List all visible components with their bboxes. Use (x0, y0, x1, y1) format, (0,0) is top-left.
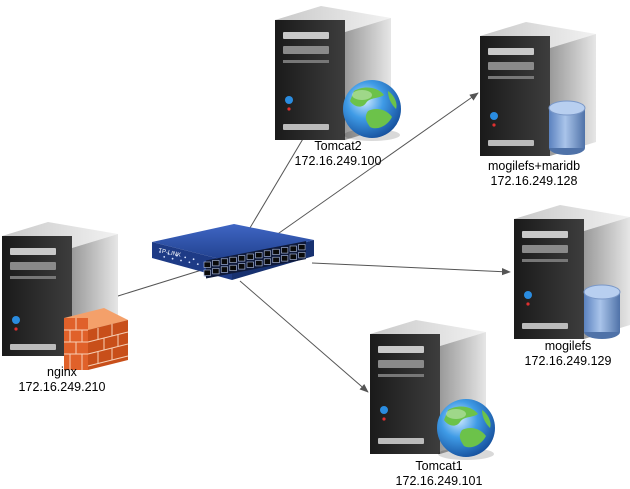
node-name: nginx (47, 365, 77, 379)
switch-led (167, 252, 170, 255)
database-icon (583, 284, 621, 339)
node-name: mogilefs (544, 339, 592, 353)
switch-port (246, 261, 254, 268)
switch-port (229, 256, 237, 264)
switch-led (163, 256, 166, 258)
switch-port (246, 253, 254, 260)
database-icon (548, 100, 586, 155)
link-nginx-switch (117, 268, 206, 297)
server-nginx (2, 222, 118, 356)
switch-port (263, 258, 271, 265)
switch-led (175, 254, 178, 257)
switch-port (203, 269, 211, 276)
node-label-mogilefs: mogilefs 172.16.249.129 (488, 339, 630, 369)
node-name: Tomcat2 (314, 139, 362, 153)
switch-led (180, 259, 182, 262)
link-switch-mogilefs (311, 262, 511, 276)
switch-port (255, 252, 263, 259)
switch-port (281, 247, 289, 254)
switch-brand-label: TP-LINK (158, 248, 182, 259)
globe-icon (437, 399, 495, 460)
switch-port (220, 258, 228, 265)
link-switch-mogilefs-mariadb (261, 92, 479, 246)
switch-port (263, 250, 271, 257)
node-name: Tomcat1 (415, 459, 463, 473)
switch-port (281, 255, 289, 262)
switch-port (298, 252, 306, 259)
node-name: mogilefs+maridb (487, 159, 581, 173)
node-label-tomcat1: Tomcat1 172.16.249.101 (359, 459, 519, 489)
node-ip: 172.16.249.129 (524, 354, 612, 368)
switch-led (188, 261, 191, 264)
node-ip: 172.16.249.128 (490, 174, 578, 188)
switch-led (196, 263, 199, 265)
switch-led (171, 257, 174, 260)
switch-port (272, 248, 280, 256)
switch-port (272, 256, 280, 264)
node-ip: 172.16.249.210 (18, 380, 106, 394)
link-switch-tomcat1 (239, 280, 369, 393)
switch-led (192, 258, 195, 261)
switch-port (212, 260, 220, 267)
node-ip: 172.16.249.100 (294, 154, 382, 168)
switch-port (298, 244, 306, 251)
switch-port (289, 245, 297, 252)
globe-icon (343, 80, 401, 141)
switch-port (220, 266, 228, 273)
switch-led (159, 251, 161, 253)
switch-port (289, 253, 297, 260)
switch-port (212, 268, 220, 275)
switch-port (238, 255, 246, 262)
node-ip: 172.16.249.101 (395, 474, 483, 488)
node-label-mogilefs-mariadb: mogilefs+maridb 172.16.249.128 (454, 159, 614, 189)
switch-led (184, 256, 187, 259)
switch-port (255, 260, 263, 267)
firewall-icon (64, 308, 129, 370)
switch-port (203, 261, 211, 268)
node-label-nginx: nginx 172.16.249.210 (0, 365, 142, 395)
switch-port (238, 263, 246, 270)
switch-ports (159, 244, 306, 276)
network-switch: TP-LINK (152, 224, 314, 280)
node-label-tomcat2: Tomcat2 172.16.249.100 (258, 139, 418, 169)
switch-port (229, 264, 237, 272)
